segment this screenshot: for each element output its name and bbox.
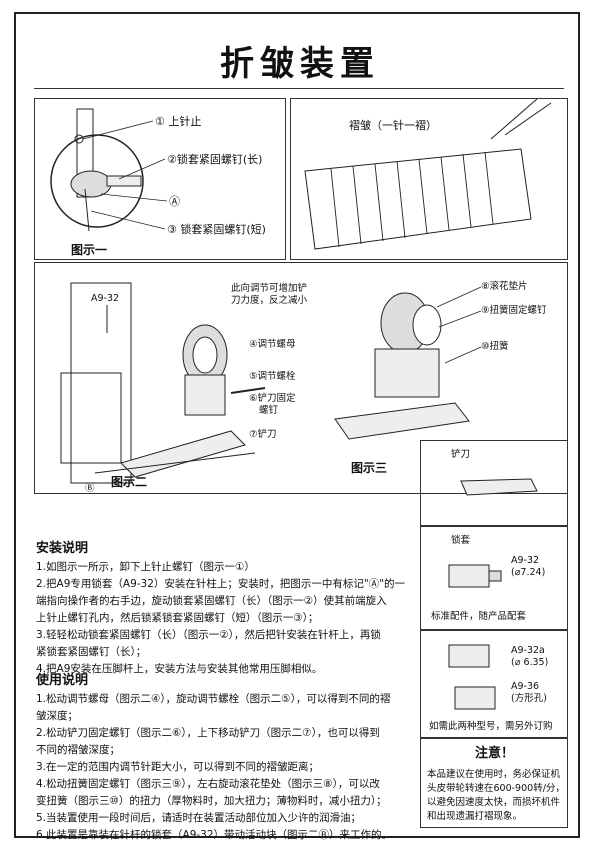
options-panel: A9-32a (⌀ 6.35) A9-36 (方形孔) 如需此两种型号，需另外订…	[420, 630, 568, 738]
usage-line-9: 6.此装置是靠装在针杆的锁套（A9-32）带动活动块（图示二Ⓑ）来工作的。	[36, 829, 393, 841]
std-note: 标准配件，随产品配套	[431, 611, 527, 622]
fig2-label-6: Ⓑ	[85, 483, 95, 494]
install-line-4: 上针止螺钉孔内，然后锁紧锁套紧固螺钉（短）（图示一③）；	[36, 612, 319, 624]
usage-line-5: 3.在一定的范围内调节针距大小，可以得到不同的褶皱距离；	[36, 761, 320, 773]
pleat-drawing	[304, 98, 552, 250]
caution-line-4: 和出现遗漏打褶现象。	[427, 811, 523, 822]
fig2-note-line-2: 刀力度，反之减小	[231, 295, 308, 306]
caution-title: 注意！	[475, 746, 515, 761]
usage-line-2: 皱深度；	[36, 710, 78, 722]
sleeve-panel: 锁套 A9-32 (⌀7.24) 标准配件，随产品配套	[420, 526, 568, 630]
usage-line-6: 4.松动扭簧固定螺钉（图示三⑨），左右旋动滚花垫处（图示三⑧），可以改	[36, 778, 380, 790]
opt-note: 如需此两种型号，需另外订购	[429, 721, 553, 732]
blade-title: 铲刀	[451, 449, 471, 460]
std-code: A9-32	[511, 555, 540, 566]
opt1-dim: (⌀ 6.35)	[511, 657, 549, 668]
fig1-label-2: ②锁套紧固螺钉(长)	[167, 153, 263, 166]
std-dim: (⌀7.24)	[511, 567, 546, 578]
install-line-5: 3.轻轻松动锁套紧固螺钉（长）（图示一②），然后把针安装在针杆上，再锁	[36, 629, 381, 641]
fig3-label-1: ⑧滚花垫片	[481, 281, 528, 292]
page-title: 折皱装置	[220, 44, 380, 84]
pleat-figure-panel: 褶皱（一针一褶）	[290, 98, 568, 260]
fig3-label-2: ⑨扭簧固定螺钉	[481, 305, 547, 316]
fig3-caption: 图示三	[351, 461, 388, 475]
sleeve-title: 锁套	[451, 535, 471, 546]
blade-drawing	[460, 478, 538, 496]
title-divider	[34, 88, 564, 89]
fig2-label-4: 螺钉	[259, 405, 279, 416]
install-line-1: 1.如图示一所示，卸下上针止螺钉（图示一①）	[36, 561, 255, 573]
figure-2-3-panel: A9-32 此向调节可增加铲 刀力度，反之减小 ④调节螺母 ⑤调节螺栓 ⑥铲刀固…	[34, 262, 568, 494]
fig3-label-3: ⑩扭簧	[481, 341, 509, 352]
options-drawing	[448, 644, 496, 710]
install-line-7: 4.把A9安装在压脚杆上，安装方法与安装其他常用压脚相似。	[36, 663, 323, 675]
install-heading: 安装说明	[36, 541, 89, 556]
fig2-part-code: A9-32	[91, 293, 120, 304]
fig2-label-2: ⑤调节螺栓	[249, 371, 296, 382]
install-line-6: 紧锁套紧固螺钉（长）；	[36, 646, 147, 658]
caution-panel: 注意！ 本品建议在使用时，务必保证机 头皮带轮转速在600-900转/分， 以避…	[420, 738, 568, 828]
fig2-label-5: ⑦铲刀	[249, 429, 277, 440]
caution-line-1: 本品建议在使用时，务必保证机	[427, 769, 561, 780]
caution-line-3: 以避免因速度太快，而损坏机件	[427, 797, 561, 808]
opt2-dim: (方形孔)	[511, 693, 547, 704]
page-frame	[14, 12, 580, 838]
usage-line-8: 5.当装置使用一段时间后，请适时在装置活动部位加入少许的润滑油；	[36, 812, 362, 824]
usage-line-1: 1.松动调节螺母（图示二④），旋动调节螺栓（图示二⑤），可以得到不同的褶	[36, 693, 391, 705]
fig1-label-3: Ⓐ	[169, 195, 180, 208]
usage-line-7: 变扭簧（图示三⑩）的扭力（厚物料时，加大扭力；薄物料时，减小扭力）；	[36, 795, 387, 807]
pleat-label: 褶皱（一针一褶）	[349, 119, 437, 132]
caution-line-2: 头皮带轮转速在600-900转/分，	[427, 783, 565, 794]
install-line-2: 2.把A9专用锁套（A9-32）安装在针柱上；安装时，把图示一中有标记"Ⓐ"的一	[36, 578, 406, 590]
usage-heading: 使用说明	[36, 673, 89, 688]
fig2-note-line-1: 此向调节可增加铲	[231, 283, 308, 294]
figure-2-drawing	[60, 282, 266, 484]
figure-1-panel: ① 上针止 ②锁套紧固螺钉(长) Ⓐ ③ 锁套紧固螺钉(短) 图示一	[34, 98, 286, 260]
fig2-label-3: ⑥铲刀固定	[249, 393, 296, 404]
install-list: 1.如图示一所示，卸下上针止螺钉（图示一①） 2.把A9专用锁套（A9-32）安…	[36, 560, 414, 679]
fig1-label-4: ③ 锁套紧固螺钉(短)	[167, 223, 266, 236]
sleeve-drawing	[448, 564, 502, 588]
blade-panel: 铲刀	[420, 440, 568, 526]
usage-line-4: 不同的褶皱深度；	[36, 744, 120, 756]
usage-line-3: 2.松动铲刀固定螺钉（图示二⑥），上下移动铲刀（图示二⑦），也可以得到	[36, 727, 380, 739]
fig2-label-1: ④调节螺母	[249, 339, 296, 350]
fig1-label-1: ① 上针止	[155, 115, 202, 128]
fig2-caption: 图示二	[111, 475, 148, 489]
fig1-caption: 图示一	[71, 243, 108, 257]
figure-1-drawing	[50, 108, 168, 232]
usage-list: 1.松动调节螺母（图示二④），旋动调节螺栓（图示二⑤），可以得到不同的褶 皱深度…	[36, 692, 414, 845]
figure-3-drawing	[334, 286, 482, 440]
opt2-code: A9-36	[511, 681, 540, 692]
opt1-code: A9-32a	[511, 645, 545, 656]
install-line-3: 端指向操作者的右手边，旋动锁套紧固螺钉（长）（图示一②）使其前端旋入	[36, 595, 387, 607]
